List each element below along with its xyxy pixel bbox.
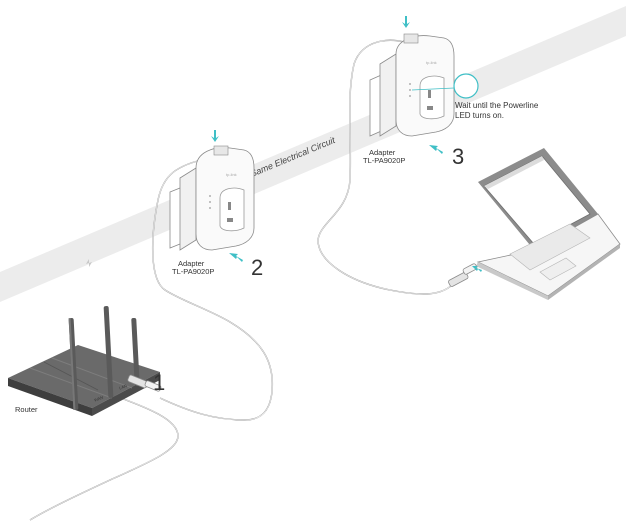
step-2-number: 2: [251, 255, 264, 280]
svg-text:tp-link: tp-link: [226, 172, 237, 177]
adapter-b-label-line2: TL-PA9020P: [363, 156, 406, 165]
arrow-down-icon: [402, 16, 410, 28]
ethernet-plug-icon: [127, 374, 162, 392]
led-highlight-circle: [453, 73, 479, 99]
led-note-line2: LED turns on.: [455, 111, 504, 120]
led-leader-line: [411, 87, 455, 91]
powerline-adapter-icon: tp-link: [169, 145, 255, 251]
step-3-number: 3: [452, 144, 465, 169]
powerline-adapter-icon: tp-link: [369, 33, 455, 137]
power-symbol-icon: [86, 259, 92, 267]
arrow-left-icon: [429, 145, 443, 154]
step-1-number: 1: [153, 370, 166, 395]
arrow-left-icon: [472, 266, 482, 272]
arrow-left-icon: [229, 253, 243, 262]
laptop-icon: [476, 148, 621, 300]
arrow-down-icon: [211, 130, 219, 142]
adapter-a-label-line2: TL-PA9020P: [172, 267, 215, 276]
adapter-b-label-line1: Adapter: [369, 148, 396, 157]
router-port-wan-label: WAN: [93, 395, 103, 403]
router-icon: [8, 306, 160, 416]
adapter-a-label-line1: Adapter: [178, 259, 205, 268]
svg-text:tp-link: tp-link: [426, 60, 437, 65]
router-port-lan-label: LAN: [118, 383, 127, 390]
router-label: Router: [15, 405, 38, 414]
led-note-line1: Wait until the Powerline: [455, 101, 539, 110]
cable-router-wan: [29, 391, 179, 521]
